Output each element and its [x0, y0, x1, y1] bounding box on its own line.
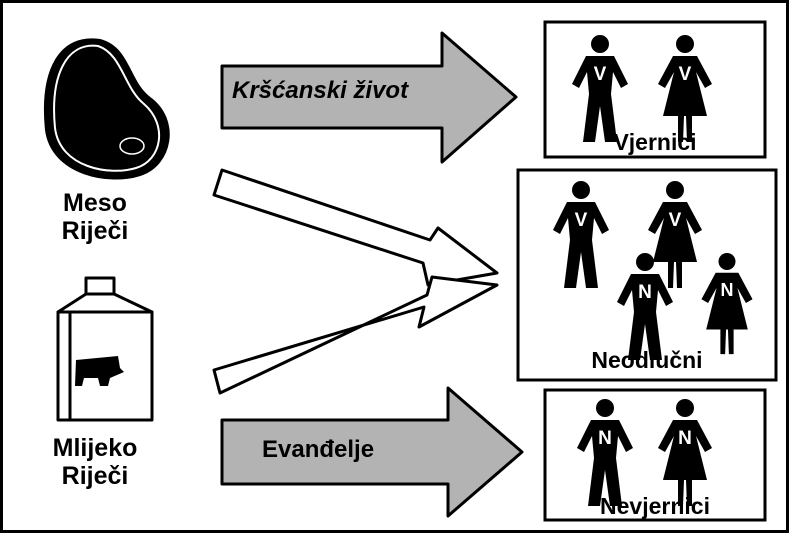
arrow-meat-to-undecided	[212, 168, 499, 287]
undecided-label: Neodlučni	[591, 347, 703, 373]
box-believers	[543, 20, 767, 159]
figure-letter: V	[575, 210, 588, 231]
figure-letter: N	[638, 282, 652, 303]
meat-label-line2: Riječi	[61, 216, 129, 245]
milk-of-word-label: Mlijeko Riječi	[40, 434, 150, 490]
meat-label-line1: Meso	[63, 189, 127, 217]
milk-label-line2: Riječi	[61, 461, 129, 490]
figure-letter: N	[678, 428, 692, 449]
undecided-man-figure-v: V	[553, 181, 609, 288]
undecided-man-figure-n: N	[617, 253, 673, 360]
undecided-woman-figure-n: N	[701, 252, 753, 355]
arrow-milk-to-undecided	[212, 275, 499, 395]
meat-icon	[44, 38, 170, 180]
figure-letter: V	[594, 64, 607, 85]
gospel-arrow-label: Evanđelje	[262, 436, 375, 463]
milk-carton-icon	[56, 276, 154, 422]
arrow-gospel	[220, 386, 524, 518]
unbeliever-man-figure: N	[577, 399, 633, 506]
believer-woman-figure: V	[658, 35, 712, 142]
unbeliever-woman-figure: N	[658, 399, 712, 506]
figure-letter: N	[598, 428, 612, 449]
meat-of-word-label: Meso Riječi	[40, 189, 150, 245]
box-unbelievers	[543, 388, 767, 522]
unbelievers-label: Nevjernici	[600, 493, 710, 519]
believers-label: Vjernici	[613, 129, 697, 155]
believer-man-figure: V	[572, 35, 628, 142]
figure-letter: V	[679, 64, 692, 85]
figure-letter: N	[721, 280, 734, 300]
arrow-christian-life	[220, 31, 518, 164]
christian-life-arrow-label: Kršćanski život	[232, 77, 409, 104]
milk-label-line1: Mlijeko	[52, 434, 138, 462]
figure-letter: V	[669, 210, 682, 231]
undecided-woman-figure-v: V	[648, 181, 702, 288]
